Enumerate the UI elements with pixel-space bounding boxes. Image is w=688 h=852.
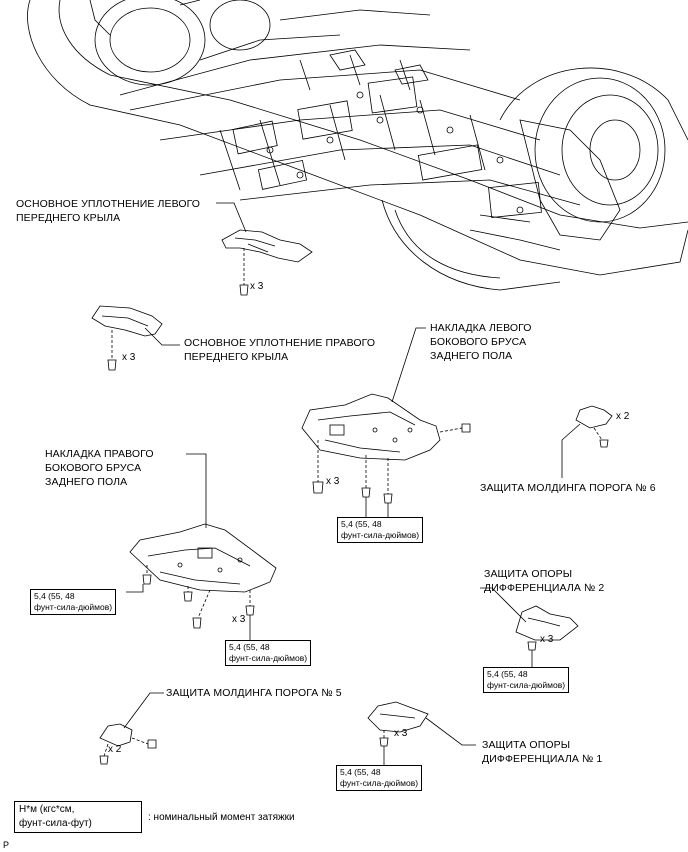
- qty-rh-fender: x 3: [122, 352, 136, 363]
- qty-sill-5: x 2: [108, 744, 122, 755]
- sill-guard-6-part: [575, 405, 613, 448]
- qty-diff-1: x 3: [394, 728, 408, 739]
- label-rh-rocker-panel: НАКЛАДКА ПРАВОГО БОКОВОГО БРУСА ЗАДНЕГО …: [45, 448, 154, 488]
- diff-guard-1-part: [367, 701, 429, 747]
- torque-spec-rh-rocker-right: 5,4 (55, 48 фунт-сила-дюймов): [225, 640, 312, 666]
- qty-sill-6: x 2: [616, 411, 630, 422]
- torque-spec-lh-rocker: 5,4 (55, 48 фунт-сила-дюймов): [337, 517, 424, 543]
- diff-guard-2-part: [515, 605, 579, 651]
- qty-diff-2: x 3: [540, 634, 554, 645]
- label-diff-guard-2: ЗАЩИТА ОПОРЫ ДИФФЕРЕНЦИАЛА № 2: [484, 568, 605, 594]
- vehicle-underbody: [27, 0, 688, 291]
- label-sill-molding-guard-5: ЗАЩИТА МОЛДИНГА ПОРОГА № 5: [166, 687, 342, 699]
- legend-description: : номинальный момент затяжки: [148, 812, 295, 823]
- label-sill-molding-guard-6: ЗАЩИТА МОЛДИНГА ПОРОГА № 6: [480, 482, 656, 494]
- sill-guard-5-part: [99, 723, 157, 765]
- legend-unit-box: Н*м (кгс*см, фунт-сила-фут): [14, 801, 142, 833]
- lh-fender-seal-part: [221, 229, 313, 296]
- qty-rh-rocker: x 3: [232, 614, 246, 625]
- label-rh-front-fender-seal: ОСНОВНОЕ УПЛОТНЕНИЕ ПРАВОГО ПЕРЕДНЕГО КР…: [184, 337, 376, 363]
- torque-spec-rh-rocker-left: 5,4 (55, 48 фунт-сила-дюймов): [30, 589, 117, 615]
- lh-rocker-panel-part: [301, 393, 471, 504]
- qty-lh-rocker: x 3: [326, 476, 340, 487]
- torque-spec-diff-2: 5,4 (55, 48 фунт-сила-дюймов): [483, 667, 570, 693]
- label-lh-front-fender-seal: ОСНОВНОЕ УПЛОТНЕНИЕ ЛЕВОГО ПЕРЕДНЕГО КРЫ…: [16, 198, 201, 224]
- leader-lines: [123, 202, 581, 765]
- label-lh-rocker-panel: НАКЛАДКА ЛЕВОГО БОКОВОГО БРУСА ЗАДНЕГО П…: [430, 322, 532, 362]
- torque-spec-diff-1: 5,4 (55, 48 фунт-сила-дюймов): [336, 765, 423, 791]
- rh-fender-seal-part: [91, 305, 163, 371]
- label-diff-guard-1: ЗАЩИТА ОПОРЫ ДИФФЕРЕНЦИАЛА № 1: [482, 739, 603, 765]
- qty-lh-fender: x 3: [250, 281, 264, 292]
- corner-mark: P: [3, 840, 10, 850]
- rh-rocker-panel-part: [129, 523, 277, 629]
